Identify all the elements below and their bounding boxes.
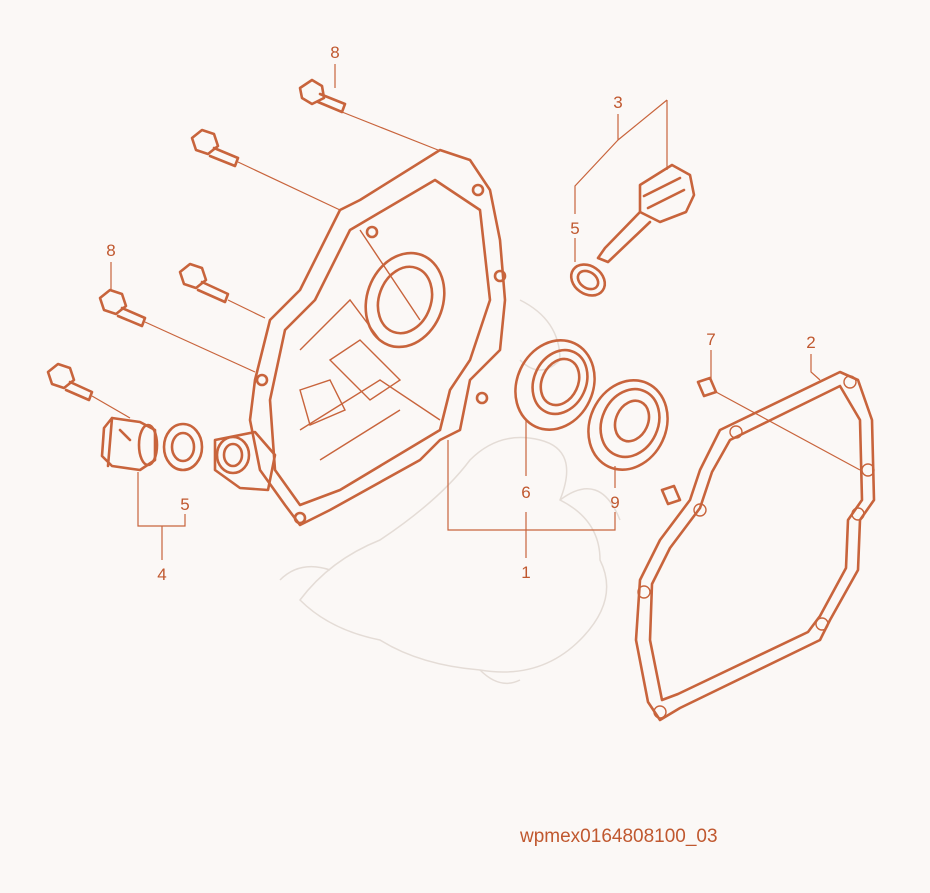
diagram-code: wpmex0164808100_03 (519, 826, 718, 847)
callout-1: 1 (521, 563, 530, 582)
o-ring-dipstick (569, 263, 607, 297)
crankcase-cover (213, 148, 507, 527)
bolt-top (298, 78, 347, 114)
oil-filler-cap-dipstick (596, 163, 696, 264)
o-ring-drain (162, 422, 204, 472)
bolt-lower-left (46, 362, 94, 402)
callout-9: 9 (610, 493, 619, 512)
bolt-leader-lines (91, 111, 439, 419)
callout-2: 2 (806, 333, 815, 352)
dowel-pin-lower (660, 484, 682, 506)
callout-8-top: 8 (330, 43, 339, 62)
bolt-left (98, 288, 147, 328)
oil-seal (514, 339, 596, 431)
callout-8-left: 8 (106, 241, 115, 260)
callout-4: 4 (157, 565, 166, 584)
callout-7: 7 (706, 330, 715, 349)
oil-drain-plug (100, 416, 159, 472)
bolt-upper-left (190, 128, 240, 168)
watermark-mascot (279, 299, 621, 685)
callout-6: 6 (521, 483, 530, 502)
callout-labels: 8 8 3 5 7 2 6 9 1 5 4 (106, 43, 815, 584)
callout-leader-lines (110, 64, 861, 560)
ball-bearing (587, 379, 669, 471)
callout-5-left: 5 (180, 495, 189, 514)
dowel-pin-upper (696, 376, 718, 398)
callout-3: 3 (613, 93, 622, 112)
gasket (634, 370, 876, 722)
bolt-middle-left (178, 262, 230, 304)
callout-5-dipstick: 5 (570, 219, 579, 238)
